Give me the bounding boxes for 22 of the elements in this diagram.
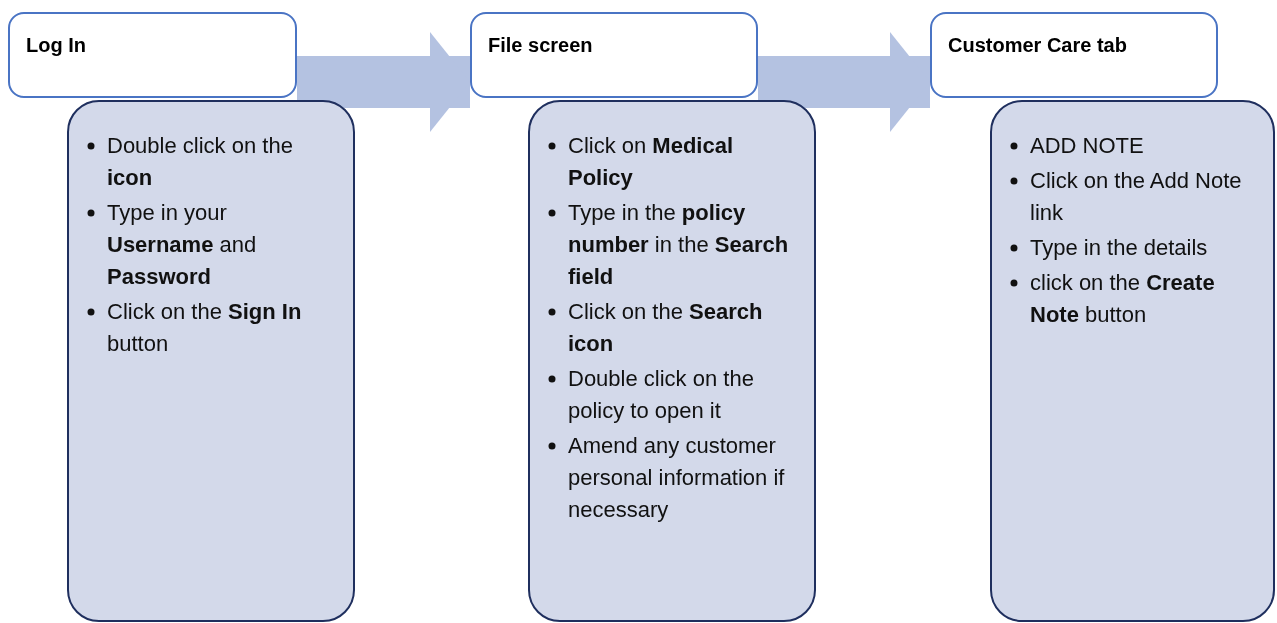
step-title: Log In	[26, 34, 86, 57]
bullet-item: Double click on the policy to open it	[548, 363, 800, 427]
step-title: File screen	[488, 34, 593, 57]
bullet-item: Click on the Search icon	[548, 296, 800, 360]
step-card	[990, 100, 1275, 622]
bullet-item: Type in the details	[1010, 232, 1259, 264]
step-card	[528, 100, 816, 622]
step-card	[67, 100, 355, 622]
bullet-item: click on the Create Note button	[1010, 267, 1259, 331]
bullet-item: Amend any customer personal information if necessary	[548, 430, 800, 526]
block-arrow	[758, 32, 930, 132]
header-card	[8, 12, 297, 98]
bullet-item: Double click on the icon	[87, 130, 339, 194]
header-card	[930, 12, 1218, 98]
bullet-item: Click on the Sign In button	[87, 296, 339, 360]
header-card	[470, 12, 758, 98]
step-title: Customer Care tab	[948, 34, 1127, 57]
bullet-item: Type in your Username and Password	[87, 197, 339, 293]
bullet-item: Type in the policy number in the Search field	[548, 197, 800, 293]
bullet-item: ADD NOTE	[1010, 130, 1259, 162]
bullet-item: Click on the Add Note link	[1010, 165, 1259, 229]
block-arrow	[297, 32, 470, 132]
